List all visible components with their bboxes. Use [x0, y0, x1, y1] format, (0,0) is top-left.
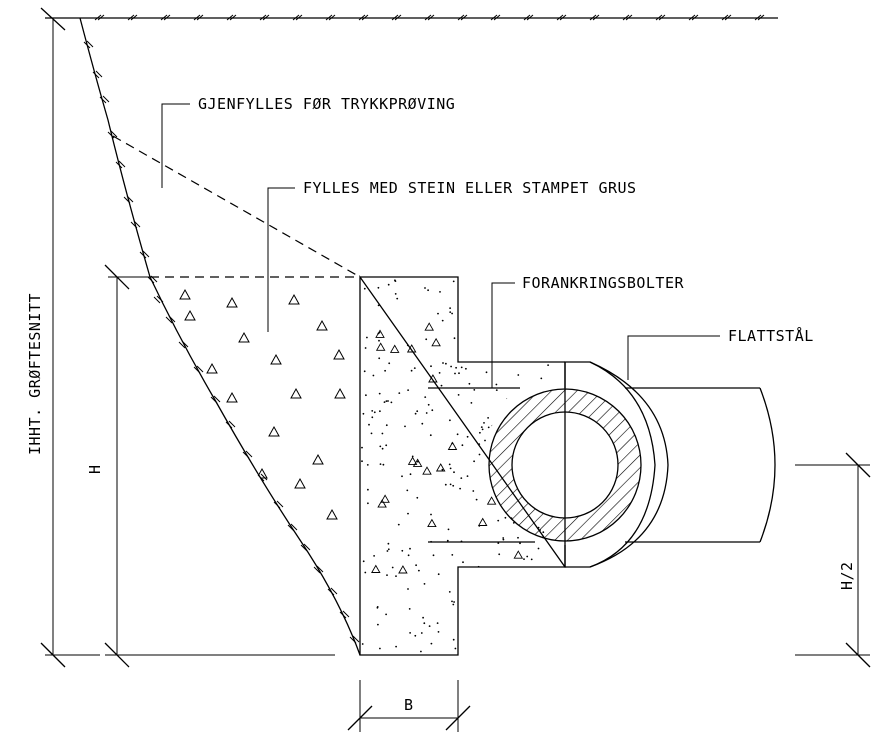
label-fill-stone-gravel: FYLLES MED STEIN ELLER STAMPET GRUS [303, 179, 637, 197]
concrete-thrust-block [359, 274, 567, 656]
leader-backfill [161, 103, 190, 188]
label-flat-steel: FLATTSTÅL [728, 326, 814, 345]
gravel-fill-symbols [179, 288, 346, 585]
leader-flat-steel [627, 335, 720, 380]
width-dimension [347, 680, 471, 732]
leader-anchor-bolts [491, 282, 515, 388]
label-anchor-bolts: FORANKRINGSBOLTER [522, 274, 684, 292]
leader-fill-stone [267, 187, 295, 332]
flat-steel-band [564, 361, 669, 568]
half-height-dimension [795, 452, 871, 668]
pipe-body [625, 387, 776, 543]
label-dim-h-half: H/2 [838, 561, 856, 590]
label-dim-h: H [86, 464, 104, 474]
label-dim-b: B [404, 696, 414, 714]
pipe-cross-section [488, 388, 642, 542]
height-dimension [104, 264, 335, 668]
ground-surface [45, 14, 778, 21]
anchor-bolts [428, 387, 535, 543]
label-trench-section: IHHT. GRØFTESNITT [26, 293, 44, 455]
trench-wall [79, 17, 361, 656]
trench-depth-dimension [40, 7, 100, 668]
backfill-dashed-line [112, 135, 361, 278]
label-backfill-before-test: GJENFYLLES FØR TRYKKPRØVING [198, 95, 455, 113]
